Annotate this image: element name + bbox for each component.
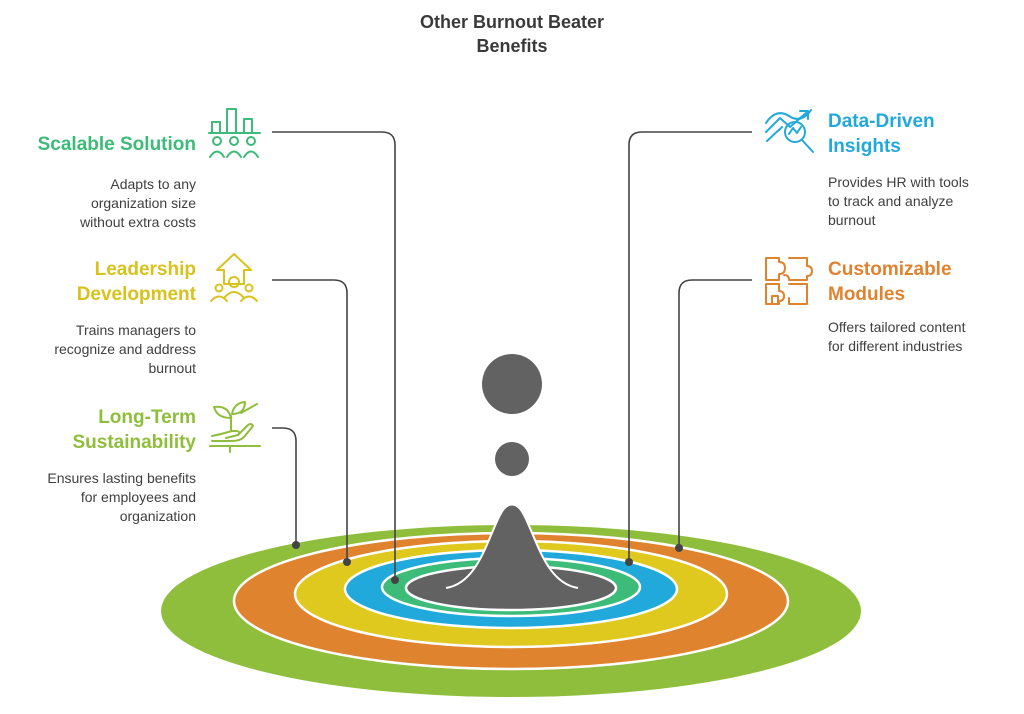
scalable-title: Scalable Solution [37, 134, 196, 155]
puzzle-pieces-icon [765, 257, 813, 305]
connector-scalable [272, 131, 396, 580]
connector-dot-data [625, 558, 633, 566]
droplet-small [495, 442, 529, 476]
data-insights-title: Data-Driven Insights [828, 111, 935, 157]
sustainability-description: Ensures lasting benefits for employees a… [47, 470, 196, 524]
splash-highlight [445, 503, 579, 589]
title-line-1: Other Burnout Beater [419, 12, 605, 32]
splash-peak [446, 504, 578, 588]
connector-leadership [272, 279, 348, 562]
modules-title: Customizable Modules [828, 259, 952, 305]
connector-sustainability [272, 427, 297, 545]
leadership-title: Leadership Development [76, 259, 196, 305]
connector-modules [678, 279, 752, 548]
leadership-description: Trains managers to recognize and address… [54, 322, 196, 376]
sprout-hand-icon [209, 401, 261, 453]
connector-dot-scalable [391, 576, 399, 584]
leader-arrow-icon [210, 253, 258, 302]
modules-description: Offers tailored content for different in… [828, 319, 966, 354]
data-insights-description: Provides HR with tools to track and anal… [828, 174, 969, 228]
sustainability-title: Long-Term Sustainability [72, 407, 196, 453]
title-line-2: Benefits [476, 36, 548, 56]
connector-dot-sustainability [292, 541, 300, 549]
connector-dot-modules [675, 544, 683, 552]
magnifier-chart-icon [765, 109, 814, 153]
diagram-title: Other Burnout Beater Benefits [362, 10, 662, 58]
connector-dot-leadership [343, 558, 351, 566]
connector-data [628, 131, 752, 562]
droplet-large [482, 354, 542, 414]
bar-chart-people-icon [208, 108, 261, 158]
scalable-description: Adapts to any organization size without … [80, 176, 196, 230]
